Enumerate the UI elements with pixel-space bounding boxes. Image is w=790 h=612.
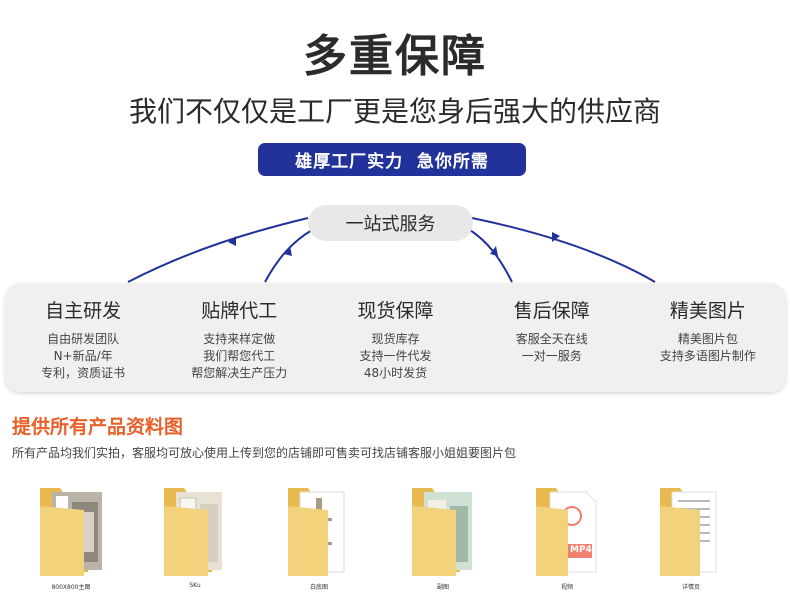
feature-title: 精美图片 [669,300,746,322]
section-description: 所有产品均我们实拍，客服均可放心使用上传到您的店铺即可售卖可找店铺客服小姐姐要图… [12,446,517,460]
feature-images: 精美图片 精美图片包 支持多语图片制作 [630,283,786,392]
feature-line: 现货库存 [371,332,420,346]
feature-after-sales: 售后保障 客服全天在线 一对一服务 [474,283,630,392]
arc-right-inner [469,229,513,283]
folder-icon [660,488,717,576]
arrow-icon [284,246,292,256]
folder-secondary-images[interactable]: 副图 [398,482,488,597]
feature-line: 自由研发团队 [47,332,120,346]
features-panel: 自主研发 自由研发团队 N+新品/年 专利，资质证书 贴牌代工 支持来样定做 我… [5,283,786,392]
folder-label: 详情页 [681,584,700,591]
folder-sku[interactable]: SKu [150,482,240,597]
page-subtitle: 我们不仅仅是工厂更是您身后强大的供应商 [128,95,661,128]
feature-line: 一对一服务 [521,349,582,363]
feature-line: 客服全天在线 [515,332,588,346]
feature-line: 支持一件代发 [359,349,432,363]
arc-left-outer [127,217,309,283]
folder-main-images[interactable]: 800X800主图 [26,482,116,597]
mp4-badge: MP4 [570,545,592,555]
folder-label: SKu [189,582,201,589]
folder-icon [536,488,597,576]
folder-label: 白底图 [309,584,328,591]
feature-line: 我们帮您代工 [203,349,276,363]
folder-icon [288,488,345,576]
folder-icon [40,488,102,576]
feature-title: 自主研发 [45,300,122,322]
folder-detail-page[interactable]: 详情页 [646,482,736,597]
arrow-icon [228,236,236,246]
folder-video[interactable]: MP4 视频 [522,482,612,597]
feature-line: 帮您解决生产压力 [191,366,288,380]
feature-title: 售后保障 [513,300,590,322]
folder-label: 副图 [436,584,449,591]
feature-line: 支持多语图片制作 [659,349,756,363]
arc-left-inner [264,229,313,283]
feature-stock: 现货保障 现货库存 支持一件代发 48小时发货 [317,283,473,392]
folder-icon [164,488,222,576]
feature-oem: 贴牌代工 支持来样定做 我们帮您代工 帮您解决生产压力 [161,283,317,392]
strength-badge: 雄厚工厂实力 急你所需 [258,143,526,176]
feature-title: 贴牌代工 [201,300,278,322]
arrow-icon [552,232,560,242]
arc-right-outer [471,217,656,283]
folder-white-background[interactable]: 白底图 [274,482,364,597]
feature-title: 现货保障 [357,300,434,322]
feature-line: 精美图片包 [677,332,738,346]
feature-line: 支持来样定做 [203,332,276,346]
folder-label: 800X800主图 [51,584,91,591]
one-stop-service-label: 一站式服务 [308,205,473,241]
feature-line: 48小时发货 [363,366,428,380]
service-arc-diagram [127,217,656,283]
section-title: 提供所有产品资料图 [12,416,184,438]
folder-label: 视频 [560,584,573,591]
feature-line: 专利，资质证书 [41,366,126,380]
folder-row: 800X800主图 SKu 白底图 副 [26,482,766,602]
arrow-icon [490,246,498,256]
feature-rnd: 自主研发 自由研发团队 N+新品/年 专利，资质证书 [5,283,161,392]
page-title: 多重保障 [303,31,487,82]
folder-icon [412,488,472,576]
feature-line: N+新品/年 [53,349,113,363]
